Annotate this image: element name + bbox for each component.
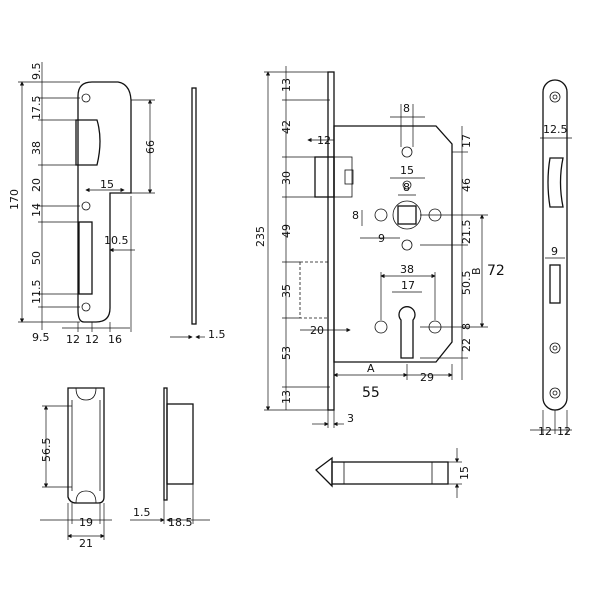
dim-46: 46 xyxy=(460,178,473,192)
latch-side-view: 15 xyxy=(315,448,471,498)
dim-20-body: 20 xyxy=(310,324,324,337)
dim-1-5-side: 1.5 xyxy=(208,328,226,341)
dim-38-body: 38 xyxy=(400,263,414,276)
latch-stop xyxy=(344,169,354,185)
square-follower xyxy=(397,205,417,225)
dim-15: 15 xyxy=(100,178,114,191)
label-a: A xyxy=(367,362,375,375)
dim-16: 16 xyxy=(108,333,122,346)
dim-22: 22 xyxy=(460,338,473,352)
faceplate-screw-mid-inner xyxy=(552,345,558,351)
latch-wedge xyxy=(315,456,333,488)
dim-13-top: 13 xyxy=(280,78,293,92)
dim-53: 53 xyxy=(280,346,293,360)
dim-20: 20 xyxy=(30,178,43,192)
bolt-opening xyxy=(78,221,93,295)
dim-30: 30 xyxy=(280,171,293,185)
faceplate-screw-bottom xyxy=(549,387,561,399)
latch-opening xyxy=(75,119,101,166)
strike-box-side-body xyxy=(166,403,194,485)
dim-17-right: 17 xyxy=(460,134,473,148)
dim-9-5-top: 9.5 xyxy=(30,63,43,81)
latch-bolt xyxy=(314,156,335,198)
dim-9-5-bottom: 9.5 xyxy=(32,331,50,344)
faceplate-latch-opening xyxy=(547,157,564,208)
dim-3: 3 xyxy=(347,412,354,425)
faceplate-screw-top xyxy=(549,91,561,103)
dim-56-5: 56.5 xyxy=(40,438,53,463)
lock-body-view: 235 13 42 30 49 35 53 13 12 20 8 15 8 8 … xyxy=(254,66,505,428)
screw-hole-bottom xyxy=(81,302,91,312)
dim-21-5: 21.5 xyxy=(460,220,473,245)
dim-15-body: 15 xyxy=(400,164,414,177)
dim-29: 29 xyxy=(420,371,434,384)
screw-hole-top xyxy=(81,93,91,103)
strike-plate-edge xyxy=(191,87,197,325)
faceplate-bolt-opening xyxy=(549,264,561,304)
dim-38: 38 xyxy=(30,141,43,155)
hole-top xyxy=(401,146,413,158)
faceplate-screw-bottom-inner xyxy=(552,390,558,396)
follower-ring xyxy=(392,200,422,230)
dim-12-b: 12 xyxy=(85,333,99,346)
value-72: 72 xyxy=(487,263,505,279)
hole-lower xyxy=(401,239,413,251)
dim-17-5: 17.5 xyxy=(30,96,43,121)
dim-50: 50 xyxy=(30,251,43,265)
dim-235: 235 xyxy=(254,226,267,247)
dim-9-body: 9 xyxy=(378,232,385,245)
dim-9-faceplate: 9 xyxy=(551,245,558,258)
dim-12-a: 12 xyxy=(66,333,80,346)
dim-15-latch: 15 xyxy=(458,466,471,480)
dim-170: 170 xyxy=(8,189,21,210)
strike-box-side-view: 1.5 18.5 xyxy=(130,387,210,529)
dim-11-5: 11.5 xyxy=(30,280,43,305)
dim-8-top: 8 xyxy=(403,102,410,115)
value-55: 55 xyxy=(362,385,380,401)
dim-21: 21 xyxy=(79,537,93,550)
strike-plate-front-view: 170 9.5 17.5 38 20 14 50 11.5 9.5 66 15 … xyxy=(8,62,157,346)
dim-8-mid: 8 xyxy=(403,181,410,194)
faceplate-screw-mid xyxy=(549,342,561,354)
lock-faceplate-edge xyxy=(327,71,335,411)
strike-plate-outline xyxy=(77,81,132,323)
dim-49: 49 xyxy=(280,224,293,238)
hole-follower-center xyxy=(402,180,412,190)
dim-12-a-faceplate: 12 xyxy=(538,425,552,438)
dim-17-cylinder: 17 xyxy=(401,279,415,292)
dim-12-backset: 12 xyxy=(317,134,331,147)
cylinder-cutout xyxy=(398,306,416,359)
latch-detail xyxy=(333,156,353,198)
dim-10-5: 10.5 xyxy=(104,234,129,247)
label-b: B xyxy=(470,267,483,275)
screw-hole-mid xyxy=(81,201,91,211)
faceplate-view: 12.5 9 12 12 xyxy=(530,79,572,438)
dim-42: 42 xyxy=(280,120,293,134)
strike-box-front-view: 56.5 19 21 xyxy=(40,387,112,550)
dim-19: 19 xyxy=(79,516,93,529)
dim-13-bottom: 13 xyxy=(280,390,293,404)
deadbolt-hidden xyxy=(299,261,329,319)
dim-14: 14 xyxy=(30,203,43,217)
dim-1-5-box: 1.5 xyxy=(133,506,151,519)
dim-12-5: 12.5 xyxy=(543,123,568,136)
dim-8-right: 8 xyxy=(460,323,473,330)
dim-8-left: 8 xyxy=(352,209,359,222)
lock-case xyxy=(333,125,453,363)
hole-left xyxy=(374,208,388,222)
latch-bar xyxy=(331,461,449,485)
faceplate-screw-top-inner xyxy=(552,94,558,100)
strike-box-notch-bottom xyxy=(75,490,97,504)
strike-box-outline xyxy=(67,387,105,504)
dim-12-b-faceplate: 12 xyxy=(557,425,571,438)
dim-50-5: 50.5 xyxy=(460,271,473,296)
strike-box-notch-top xyxy=(75,387,97,401)
dim-35: 35 xyxy=(280,284,293,298)
dim-18-5: 18.5 xyxy=(168,516,193,529)
dim-66: 66 xyxy=(144,140,157,154)
hole-cyl-left xyxy=(374,320,388,334)
strike-plate-side-view: 1.5 xyxy=(170,87,226,341)
